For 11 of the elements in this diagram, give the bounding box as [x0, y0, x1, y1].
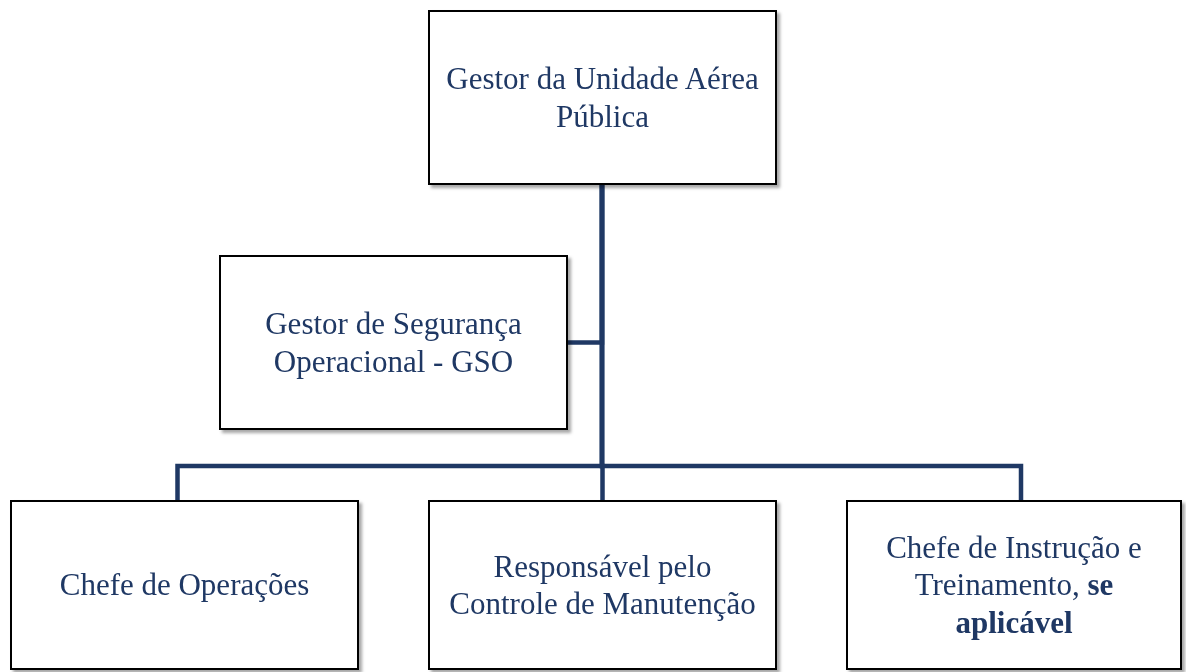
- org-box: [428, 10, 777, 185]
- role-title: Chefe de Operações: [58, 566, 311, 604]
- role-title: Gestor da Unidade Aérea Pública: [445, 60, 760, 135]
- role-title: Chefe de Instrução e Treinamento, se aplicável: [885, 529, 1143, 641]
- org-box: [219, 255, 568, 430]
- org-box: [846, 500, 1182, 670]
- connector-line: [599, 185, 1024, 500]
- role-title: Gestor de Segurança Operacional - GSO: [264, 305, 523, 380]
- org-box: [10, 500, 359, 670]
- role-title: Responsável pelo Controle de Manutenção: [448, 547, 757, 623]
- org-box: [428, 500, 777, 670]
